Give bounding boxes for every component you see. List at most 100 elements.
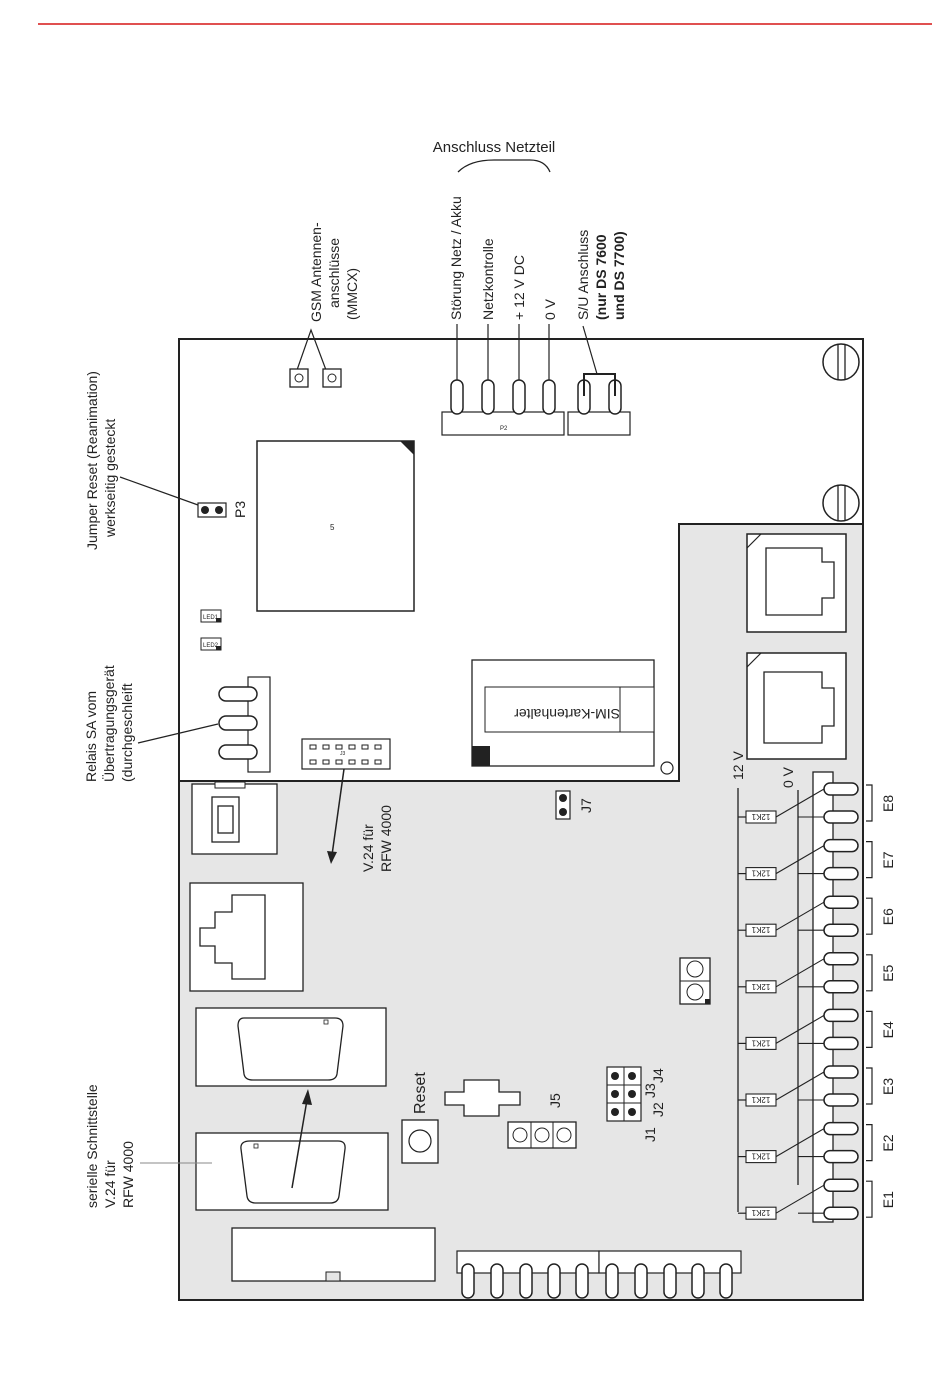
antenna-connector-2 <box>322 368 342 388</box>
relais-pins <box>218 686 258 760</box>
input-terminal-strip <box>812 771 834 1223</box>
ribbon-connector <box>231 1227 436 1282</box>
seriell-label-1: serielle Schnittstelle <box>84 1084 100 1208</box>
led1-label: LED1 <box>203 615 219 621</box>
p3-pin-2 <box>215 506 223 514</box>
j2-label: J2 <box>650 1102 666 1117</box>
su-bridge <box>583 373 616 396</box>
plus12vdc-label: + 12 V DC <box>511 255 527 320</box>
resistor-label: 12K1 <box>751 1095 770 1104</box>
lower-board <box>178 523 864 1301</box>
input-group-e1: 12K1 E1 <box>738 1178 896 1220</box>
j7-label: J7 <box>578 798 594 813</box>
gsm-label-3: (MMCX) <box>344 268 360 320</box>
input-label-e6: E6 <box>880 908 896 925</box>
serial-arrow-line <box>291 1099 308 1189</box>
serial-port-upper <box>195 1007 387 1087</box>
supply-pins <box>450 379 622 415</box>
relais-pin-3 <box>218 744 258 760</box>
input-pin-e4-1 <box>823 1008 859 1023</box>
relais-pin-2 <box>218 715 258 731</box>
component-outline <box>444 1079 521 1117</box>
anschluss-netzteil-label: Anschluss Netzteil <box>433 139 556 156</box>
und-ds7700-label: und DS 7700) <box>611 231 627 320</box>
input-pin-e4-2 <box>823 1036 859 1051</box>
twelve-v-label: 12 V <box>730 751 746 780</box>
mounting-screw-bottom <box>822 484 860 522</box>
null-v-label: 0 V <box>542 298 558 320</box>
j7-pin-2 <box>559 808 567 816</box>
resistor-label: 12K1 <box>751 982 770 991</box>
relais-leader <box>137 723 219 744</box>
nur-ds7600-label: (nur DS 7600 <box>593 234 609 320</box>
pin-stoerung <box>450 379 464 415</box>
relais-label-1: Relais SA vom <box>83 691 99 782</box>
seriell-label-3: RFW 4000 <box>120 1141 136 1208</box>
pin-12vdc <box>512 379 526 415</box>
chip-corner-mark <box>400 441 414 455</box>
input-group-e3: 12K1 E3 <box>738 1065 896 1107</box>
double-connector <box>679 957 711 1005</box>
relais-label-2: Übertragungsgerät <box>100 665 117 782</box>
relais-pin-1 <box>218 686 258 702</box>
input-label-e8: E8 <box>880 795 896 812</box>
j3-header-pins <box>309 744 382 765</box>
j1-j4-jumpers <box>606 1066 642 1122</box>
jumper-reset-leader <box>119 476 199 506</box>
antenna-connector-2-center <box>327 373 337 383</box>
jumper-reset-label-2: werkseitig gesteckt <box>102 419 118 538</box>
gsm-label-1: GSM Antennen- <box>308 222 324 322</box>
input-pin-e1-2 <box>823 1206 859 1220</box>
input-pin-e6-1 <box>823 895 859 909</box>
input-label-e2: E2 <box>880 1134 896 1151</box>
input-groups: 12K1E812K1E712K1E612K1E512K1E412K1E312K1… <box>738 782 896 1220</box>
input-pin-e2-1 <box>823 1121 859 1136</box>
resistor-label: 12K1 <box>751 812 770 821</box>
input-pin-e7-2 <box>823 866 859 881</box>
p3-label: P3 <box>232 501 248 518</box>
input-pin-e2-2 <box>823 1149 859 1164</box>
stoerung-label: Störung Netz / Akku <box>448 196 464 320</box>
rj-jack-bottom <box>746 652 847 760</box>
pin-netzkontrolle <box>481 379 495 415</box>
j7-pin-1 <box>559 794 567 802</box>
pin-0v <box>542 379 556 415</box>
supply-terminal-block <box>441 411 565 436</box>
rj-jack-top <box>746 533 847 633</box>
j1-label: J1 <box>642 1127 658 1142</box>
rj-jack-lower <box>189 882 304 992</box>
led1-mark <box>216 618 221 622</box>
su-anschluss-label: S/U Anschluss <box>575 230 591 320</box>
input-label-e5: E5 <box>880 964 896 981</box>
input-group-e5: 12K1 E5 <box>738 952 896 994</box>
reset-button <box>401 1119 439 1164</box>
resistor-label: 12K1 <box>751 925 770 934</box>
led2-label: LED2 <box>203 643 219 649</box>
sim-corner <box>472 746 490 766</box>
chip-mark: 5 <box>330 523 335 532</box>
sim-label: SIM-Kartenhalter <box>514 706 620 722</box>
input-pin-e5-1 <box>823 952 859 966</box>
mounting-screw-top <box>822 343 860 381</box>
netzteil-bracket <box>457 159 551 173</box>
input-pin-e3-1 <box>823 1065 859 1079</box>
input-pin-e3-2 <box>823 1093 859 1107</box>
board-hole <box>660 761 674 775</box>
antenna-connector-1 <box>289 368 309 388</box>
led2-mark <box>216 646 221 650</box>
j4-label: J4 <box>650 1068 666 1083</box>
input-pin-e8-2 <box>823 810 859 824</box>
input-group-e6: 12K1 E6 <box>738 895 896 937</box>
input-label-e1: E1 <box>880 1191 896 1208</box>
input-pin-e1-1 <box>823 1178 859 1192</box>
resistor-label: 12K1 <box>751 1208 770 1217</box>
netzkontrolle-label: Netzkontrolle <box>480 238 496 320</box>
v24-label-2: RFW 4000 <box>378 805 394 872</box>
reset-button-cap <box>408 1129 432 1153</box>
j5-label: J5 <box>547 1093 563 1108</box>
p3-pin-1 <box>201 506 209 514</box>
input-label-e3: E3 <box>880 1078 896 1095</box>
